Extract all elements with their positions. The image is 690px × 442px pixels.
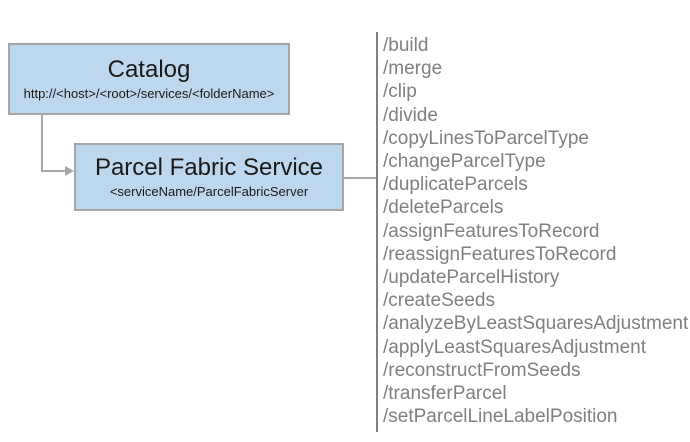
endpoint-item: /analyzeByLeastSquaresAdjustment [383, 313, 689, 335]
catalog-title: Catalog [107, 55, 191, 83]
endpoint-item: /reconstructFromSeeds [383, 359, 581, 381]
service-subtitle: <serviceName/ParcelFabricServer [109, 184, 309, 200]
endpoint-item: /divide [383, 104, 438, 126]
catalog-to-service-connector-horizontal [41, 170, 66, 172]
endpoint-item: /build [383, 35, 429, 56]
endpoint-item: /setParcelLineLabelPosition [383, 406, 618, 428]
endpoint-item: /duplicateParcels [383, 174, 528, 196]
endpoint-item: /changeParcelType [383, 151, 546, 173]
endpoint-list-divider [376, 32, 378, 432]
endpoint-item: /assignFeaturesToRecord [383, 220, 600, 242]
arrow-right-icon [65, 166, 74, 176]
service-to-list-connector [344, 177, 377, 179]
endpoint-item: /copyLinesToParcelType [383, 127, 589, 149]
service-title: Parcel Fabric Service [94, 153, 324, 181]
catalog-node: Catalog http://<host>/<root>/services/<f… [8, 43, 290, 115]
endpoint-list: /build /merge /clip /divide /copyLinesTo… [383, 34, 688, 428]
endpoint-item: /applyLeastSquaresAdjustment [383, 336, 646, 358]
catalog-url: http://<host>/<root>/services/<folderNam… [23, 86, 275, 102]
endpoint-item: /merge [383, 58, 443, 80]
endpoint-item: /deleteParcels [383, 197, 504, 219]
endpoint-item: /createSeeds [383, 290, 495, 312]
endpoint-item: /reassignFeaturesToRecord [383, 243, 617, 265]
catalog-to-service-connector-vertical [41, 115, 43, 171]
endpoint-item: /updateParcelHistory [383, 267, 560, 289]
parcel-fabric-service-node: Parcel Fabric Service <serviceName/Parce… [74, 143, 344, 211]
endpoint-item: /transferParcel [383, 383, 507, 405]
endpoint-item: /clip [383, 81, 417, 103]
